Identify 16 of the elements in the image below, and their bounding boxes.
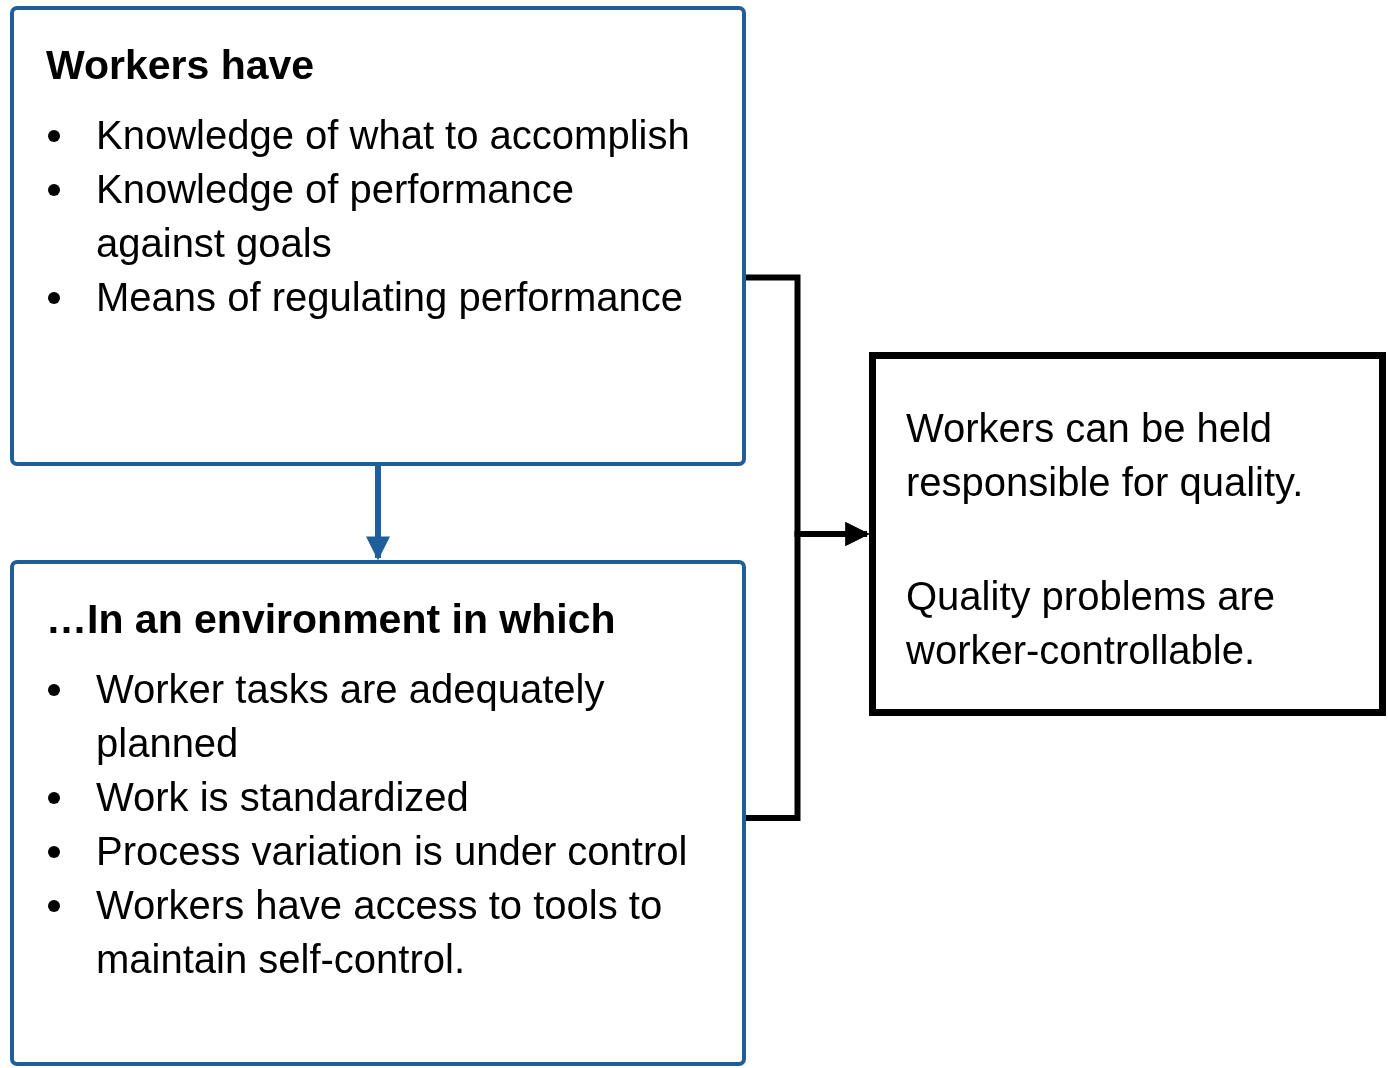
- box-heading: …In an environment in which: [46, 595, 616, 644]
- box-heading: Workers have: [46, 41, 315, 90]
- arrow: [366, 466, 390, 561]
- bullet-item: Worker tasks are adequately planned: [96, 666, 606, 767]
- condition-box: [10, 560, 746, 1066]
- result-box: [869, 352, 1386, 716]
- bullet-item: Process variation is under control: [96, 828, 689, 875]
- bullet-item: Means of regulating performance: [96, 274, 684, 321]
- condition-box: [10, 6, 746, 466]
- arrow: [746, 522, 870, 822]
- bullet-item: Knowledge of what to accomplish: [96, 112, 691, 159]
- bullet-item: Knowledge of performance against goals: [96, 166, 576, 267]
- result-text: Quality problems are worker-controllable.: [906, 573, 1277, 674]
- result-text: Workers can be held responsible for quality.: [906, 405, 1305, 506]
- bullet-item: Work is standardized: [96, 774, 470, 821]
- bullet-item: Workers have access to tools to maintain self-control.: [96, 882, 664, 983]
